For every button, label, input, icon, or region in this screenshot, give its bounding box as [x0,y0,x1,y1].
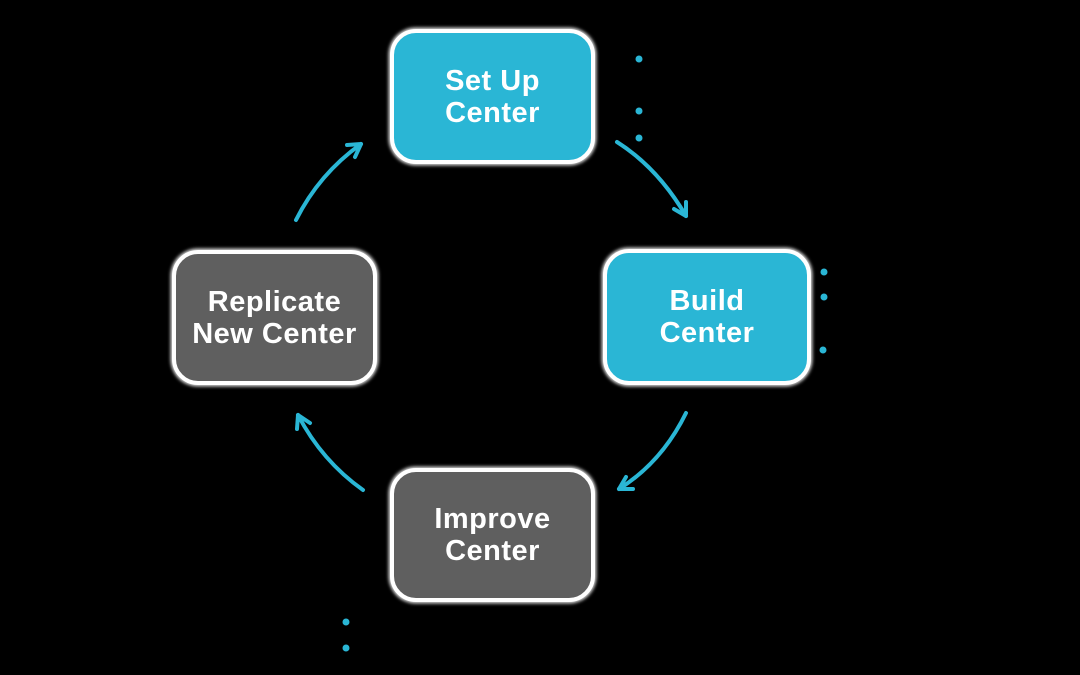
node-label: Replicate New Center [192,286,357,350]
bullet-dots-build-center [819,268,828,354]
arrow-set-up-to-build-icon [615,140,688,218]
bullet-dots-set-up-center [635,55,643,142]
bullet-dot-icon [342,618,350,626]
node-label-line: Replicate [207,285,342,318]
node-build-center: Build Center [603,249,811,385]
node-label-line: Center [445,535,540,567]
node-set-up-center: Set Up Center [390,29,595,164]
arrow-improve-to-replicate-icon [295,413,365,492]
arrow-replicate-to-set-up-icon [294,142,363,222]
node-label-line: Center [445,96,540,129]
bullet-dot-icon [820,268,828,276]
node-label-line: Improve [434,503,551,535]
node-label-line: Build [669,285,745,317]
node-label-line: New Center [192,317,357,350]
bullet-dot-icon [819,346,827,354]
node-label: Set Up Center [445,65,540,129]
node-label: Improve Center [434,503,550,567]
bullet-dot-icon [820,293,828,301]
bullet-dot-icon [635,55,643,63]
bullet-dots-improve-center [342,618,350,652]
node-replicate-new-center: Replicate New Center [172,250,377,385]
node-label-line: Center [659,317,755,349]
node-label: Build Center [660,285,755,349]
arrow-build-to-improve-icon [617,411,688,491]
bullet-dot-icon [635,107,643,115]
bullet-dot-icon [342,644,350,652]
node-improve-center: Improve Center [390,468,595,602]
bullet-dot-icon [635,134,643,142]
node-label-line: Set Up [445,64,540,97]
